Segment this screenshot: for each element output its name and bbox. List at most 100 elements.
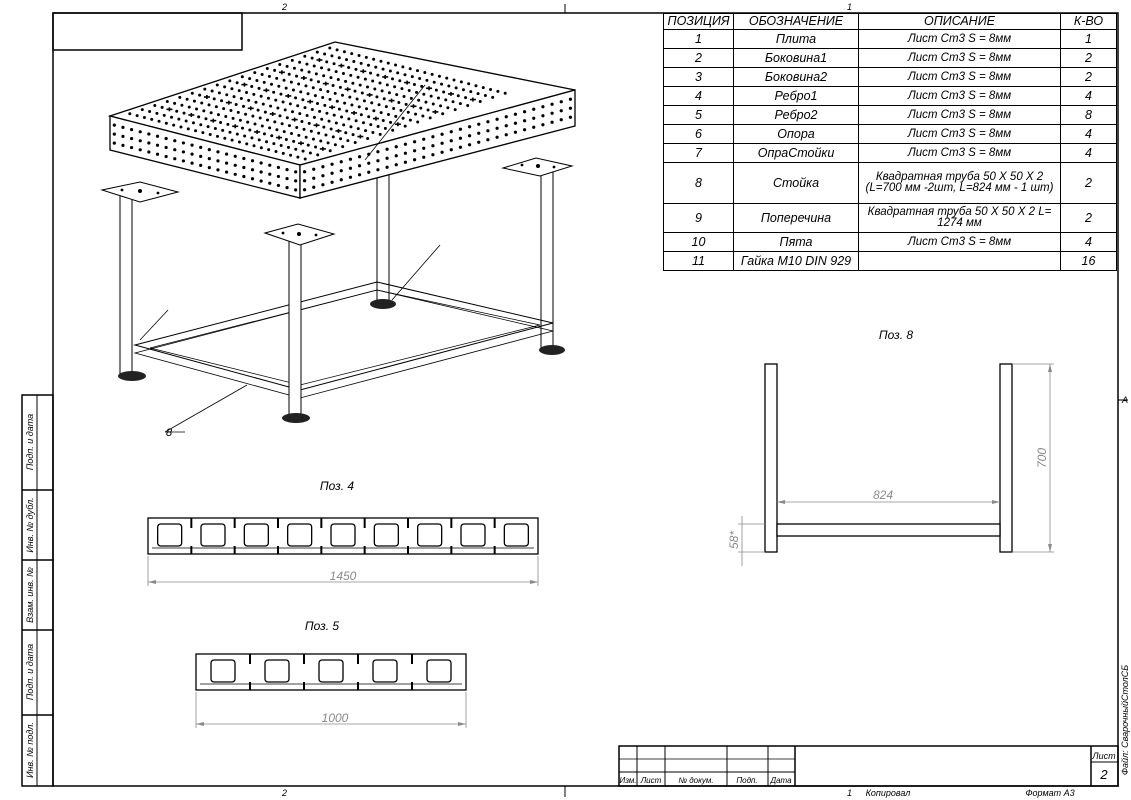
bom-cell-desc: Лист Ст3 S = 8мм: [858, 67, 1061, 87]
pos4-slots: [152, 518, 534, 554]
zone-label-bottom-right: 1: [847, 788, 852, 798]
pos8-width-dim-text: 824: [873, 488, 893, 502]
callout-8-label: 8: [166, 427, 173, 439]
bom-cell-qty: 8: [1060, 105, 1117, 125]
left-stamps: Инв. № подл. Подп. и дата Взам. инв. № И…: [21, 394, 54, 787]
rib-slot: [200, 523, 226, 547]
tb-col-izm: Изм.: [619, 776, 636, 785]
bom-cell-desc: Лист Ст3 S = 8мм: [858, 124, 1061, 144]
rib-slot: [243, 523, 269, 547]
bom-cell-name: Ребро1: [733, 86, 859, 106]
bom-cell-name: Боковина2: [733, 67, 859, 87]
tb-col-podp: Подп.: [736, 776, 757, 785]
bom-cell-pos: 3: [663, 67, 734, 87]
pos8-title: Поз. 8: [879, 328, 913, 342]
bom-cell-name: Ребро2: [733, 105, 859, 125]
tb-col-doc: № докум.: [678, 776, 713, 785]
bom-cell-qty: 4: [1060, 86, 1117, 106]
back-leg-left: [376, 171, 390, 301]
bom-cell-desc: Лист Ст3 S = 8мм: [858, 86, 1061, 106]
bom-cell-qty: 1: [1060, 29, 1117, 49]
pos8-right-post: [999, 363, 1013, 553]
pos8-height-dim-text: 700: [1035, 448, 1049, 468]
bom-header-position: ПОЗИЦИЯ: [663, 13, 734, 30]
isometric-table-view: 8: [100, 41, 576, 439]
bom-cell-qty: 2: [1060, 67, 1117, 87]
stamp-inv-podl: Инв. № подл.: [25, 722, 35, 778]
bom-cell-desc: Лист Ст3 S = 8мм: [858, 29, 1061, 49]
front-leg-right: [288, 239, 302, 417]
pos5-slots: [200, 654, 462, 690]
bom-cell-pos: 9: [663, 203, 734, 233]
bom-cell-name: Стойка: [733, 162, 859, 204]
bom-cell-pos: 11: [663, 251, 734, 271]
bom-cell-name: Гайка М10 DIN 929: [733, 251, 859, 271]
stamp-vzam-inv: Взам. инв. №: [25, 567, 35, 623]
table-hole-pattern: [112, 46, 573, 192]
bom-cell-qty: 2: [1060, 48, 1117, 68]
pos8-left-post: [764, 363, 778, 553]
bom-cell-pos: 2: [663, 48, 734, 68]
bom-header-designation: ОБОЗНАЧЕНИЕ: [733, 13, 859, 30]
bom-cell-qty: 4: [1060, 124, 1117, 144]
bom-cell-pos: 6: [663, 124, 734, 144]
bom-cell-desc: Квадратная труба 50 Х 50 Х 2 (L=700 мм -…: [858, 162, 1061, 204]
top-left-stamp: [52, 12, 243, 51]
bom-cell-pos: 1: [663, 29, 734, 49]
bom-cell-pos: 7: [663, 143, 734, 163]
rib-slot: [264, 659, 290, 683]
pos4-title: Поз. 4: [320, 479, 354, 493]
foot: [370, 299, 396, 309]
callout-leader: [364, 84, 426, 161]
stamp-podp-data-2: Подп. и дата: [25, 414, 35, 470]
bom-cell-qty: 2: [1060, 203, 1117, 233]
stamp-inv-dubl: Инв. № дубл.: [25, 497, 35, 552]
tb-col-data: Дата: [769, 776, 792, 785]
pos5-title: Поз. 5: [305, 619, 339, 633]
rib-slot: [157, 523, 183, 547]
zone-label-top-left: 2: [281, 2, 287, 12]
bom-cell-desc: Лист Ст3 S = 8мм: [858, 48, 1061, 68]
pos5-dim-text: 1000: [322, 711, 349, 725]
rib-slot: [503, 523, 529, 547]
pos8-crossbar: [776, 523, 1001, 537]
tb-file-name: Файл: СварочныйСтолСБ: [1120, 665, 1130, 775]
bom-cell-name: Поперечина: [733, 203, 859, 233]
pos4-view: Поз. 4 1450: [147, 479, 539, 586]
callout-leader: [139, 309, 169, 341]
bom-cell-name: Опора: [733, 124, 859, 144]
bom-header-row: ПОЗИЦИЯ ОБОЗНАЧЕНИЕ ОПИСАНИЕ К-ВО: [663, 13, 1117, 30]
rib-slot: [318, 659, 344, 683]
bom-cell-qty: 4: [1060, 143, 1117, 163]
bom-cell-pos: 5: [663, 105, 734, 125]
foot: [118, 371, 146, 381]
title-block: Изм. Лист № докум. Подп. Дата Лист 2 Коп…: [618, 665, 1130, 798]
lower-frame-edge: [133, 289, 554, 399]
pos8-offset-dim-text: 58*: [727, 531, 741, 549]
rib-slot: [287, 523, 313, 547]
bom-cell-pos: 4: [663, 86, 734, 106]
bom-cell-desc: Квадратная труба 50 Х 50 Х 2 L= 1274 мм: [858, 203, 1061, 233]
bom-cell-qty: 2: [1060, 162, 1117, 204]
zone-label-bottom-left: 2: [281, 788, 287, 798]
tb-copied: Копировал: [866, 788, 911, 798]
rib-slot: [417, 523, 443, 547]
front-leg-left: [119, 195, 133, 375]
callout-leader: [391, 244, 441, 301]
bom-cell-qty: 4: [1060, 232, 1117, 252]
rib-slot: [426, 659, 452, 683]
bom-header-quantity: К-ВО: [1060, 13, 1117, 30]
rib-slot: [373, 523, 399, 547]
